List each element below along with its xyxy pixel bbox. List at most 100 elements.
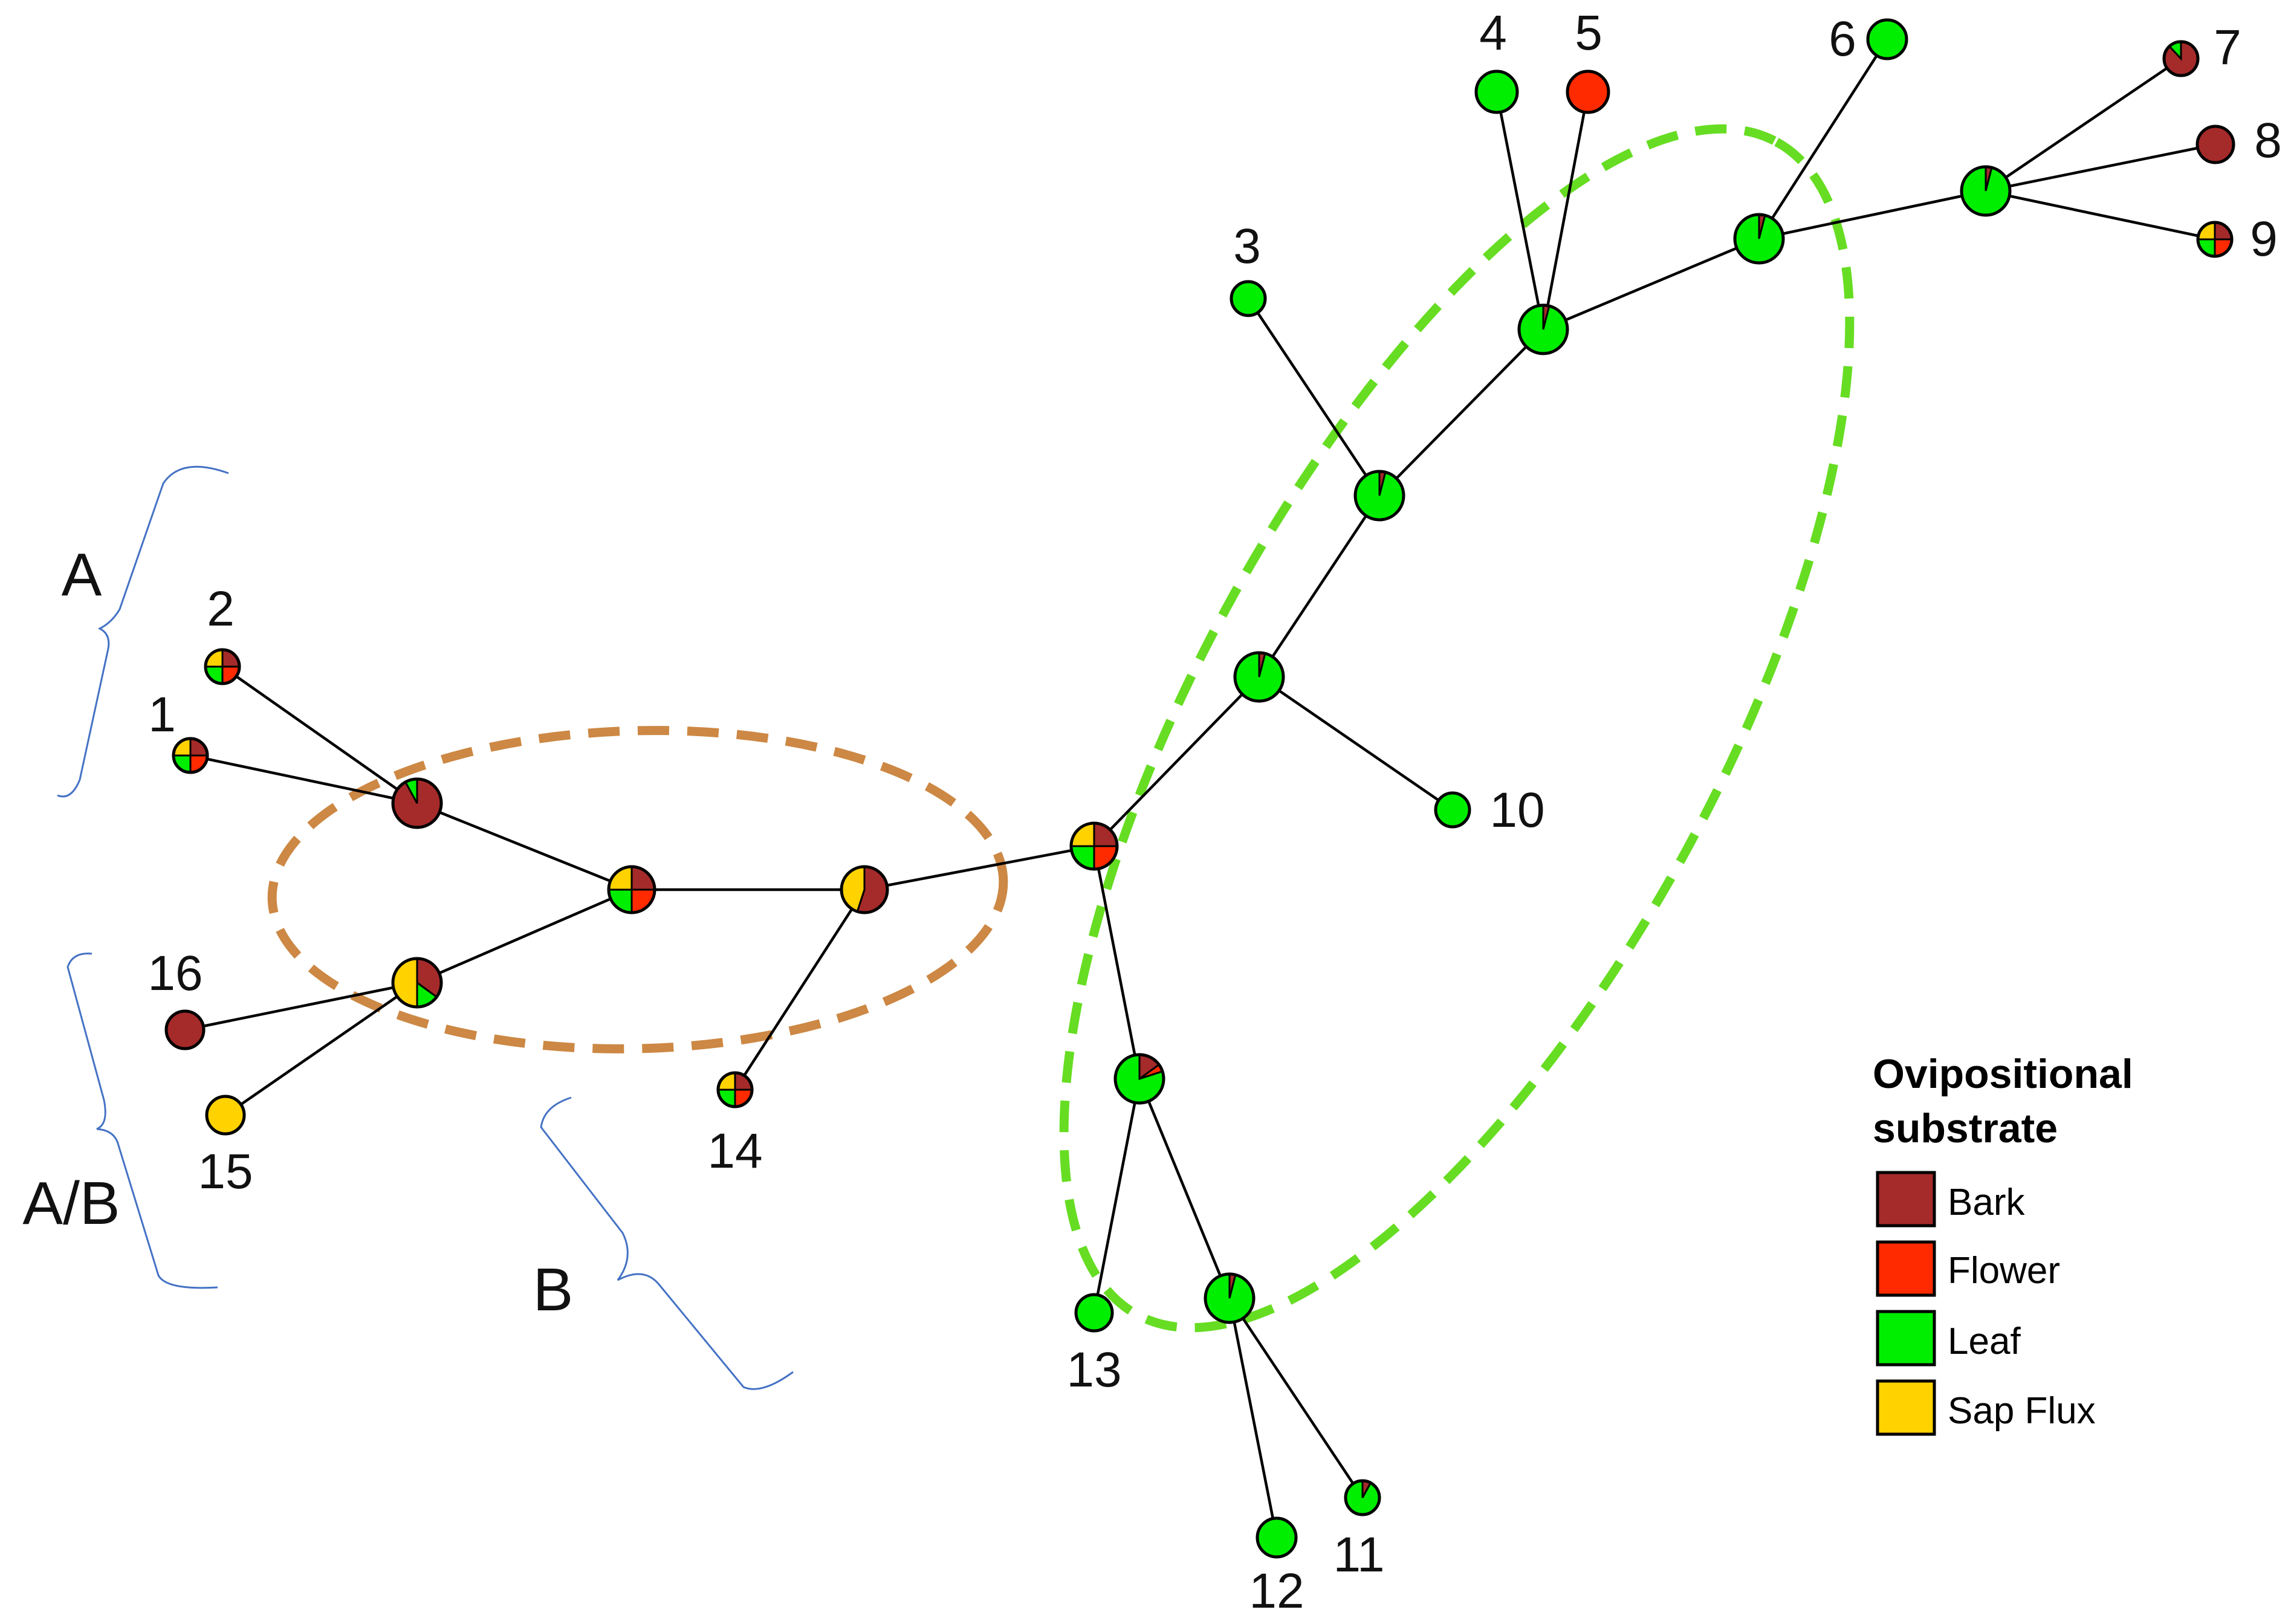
internal-node-center-right <box>840 865 889 914</box>
internal-node-green-1-outline <box>1233 651 1285 703</box>
tip-node-15-outline <box>205 1095 246 1136</box>
internal-node-a <box>391 777 443 829</box>
legend-label-leaf: Leaf <box>1948 1321 2021 1362</box>
tip-node-8-slice-bark <box>2197 126 2234 163</box>
tip-label-5: 5 <box>1575 5 1602 60</box>
group-label-ab: A/B <box>22 1169 120 1237</box>
tip-node-5-slice-flower <box>1567 71 1609 112</box>
tip-node-7-outline <box>2162 40 2200 77</box>
group-label-a: A <box>62 541 102 609</box>
tip-node-13-outline <box>1074 1293 1114 1333</box>
group-brackets <box>57 465 794 1390</box>
tip-node-16 <box>164 1009 206 1050</box>
tip-node-3 <box>1230 280 1267 317</box>
tip-node-12-outline <box>1256 1516 1298 1559</box>
tip-label-16: 16 <box>147 946 203 1001</box>
tip-label-11: 11 <box>1333 1527 1384 1582</box>
internal-node-lower-2 <box>1204 1272 1256 1324</box>
tip-node-10-slice-leaf <box>1436 793 1470 827</box>
tip-node-4-slice-leaf <box>1476 71 1517 112</box>
tip-node-12 <box>1256 1516 1298 1559</box>
tip-label-14: 14 <box>707 1124 762 1179</box>
internal-node-green-4 <box>1733 213 1785 265</box>
tip-node-8 <box>2195 125 2235 164</box>
bracket-b <box>540 1096 794 1390</box>
internal-node-green-5 <box>1960 165 2012 217</box>
legend-swatch-leaf <box>1876 1310 1936 1367</box>
legend-label-bark: Bark <box>1948 1182 2025 1223</box>
tip-node-5 <box>1566 70 1610 114</box>
network-nodes <box>164 18 2235 1559</box>
tip-node-9-outline <box>2196 221 2234 258</box>
internal-node-center-right-outline <box>840 865 889 914</box>
tip-node-15-slice-sap <box>207 1096 244 1134</box>
tip-node-6-outline <box>1866 18 1908 60</box>
internal-node-green-2-outline <box>1353 470 1405 522</box>
brown-dashed-ellipse <box>267 726 1008 1053</box>
tip-label-10: 10 <box>1489 783 1544 838</box>
tip-label-7: 7 <box>2214 20 2241 75</box>
internal-node-lower-1 <box>1113 1053 1165 1105</box>
tip-node-1 <box>172 737 209 774</box>
tip-node-4 <box>1474 70 1519 114</box>
bracket-ab <box>66 953 218 1289</box>
internal-node-green-5-outline <box>1960 165 2012 217</box>
tip-label-8: 8 <box>2254 113 2282 168</box>
tip-node-2-outline <box>204 648 241 685</box>
tip-node-12-slice-leaf <box>1257 1518 1296 1557</box>
internal-node-green-3 <box>1517 303 1569 355</box>
legend: Ovipositional substrate Bark Flower Leaf… <box>1873 1051 2133 1436</box>
legend-label-sap-flux: Sap Flux <box>1948 1390 2096 1432</box>
tip-node-16-outline <box>164 1009 206 1050</box>
internal-node-center <box>607 865 656 914</box>
green-dashed-ellipse <box>1059 124 1855 1333</box>
internal-node-center-outline <box>607 865 656 914</box>
tip-node-10-outline <box>1434 791 1471 829</box>
tip-node-13 <box>1074 1293 1114 1333</box>
tip-node-2 <box>204 648 241 685</box>
tip-label-3: 3 <box>1233 219 1261 274</box>
internal-node-lower-2-outline <box>1204 1272 1256 1324</box>
network-edges <box>184 38 2216 1538</box>
tip-node-6-slice-leaf <box>1868 20 1907 59</box>
tip-node-3-slice-leaf <box>1231 282 1265 315</box>
tip-node-8-outline <box>2195 125 2235 164</box>
tip-node-14-outline <box>716 1071 754 1108</box>
tip-node-11 <box>1344 1479 1381 1516</box>
legend-title-line2: substrate <box>1873 1105 2058 1151</box>
internal-node-root <box>1069 821 1119 871</box>
internal-node-root-outline <box>1069 821 1119 871</box>
tip-node-4-outline <box>1474 70 1519 114</box>
tip-node-11-outline <box>1344 1479 1381 1516</box>
tip-label-6: 6 <box>1829 11 1856 66</box>
tip-node-14 <box>716 1071 754 1108</box>
tip-label-1: 1 <box>148 687 176 742</box>
tip-labels: 1 2 3 4 5 6 7 8 9 10 11 12 13 14 15 16 <box>147 5 2281 1619</box>
tip-label-13: 13 <box>1066 1342 1121 1397</box>
tip-node-6 <box>1866 18 1908 60</box>
tip-label-15: 15 <box>198 1144 253 1199</box>
internal-node-green-2 <box>1353 470 1405 522</box>
bracket-a <box>57 465 229 798</box>
internal-node-a-outline <box>391 777 443 829</box>
internal-node-green-4-outline <box>1733 213 1785 265</box>
tip-node-9 <box>2196 221 2234 258</box>
internal-node-lower-1-outline <box>1113 1053 1165 1105</box>
internal-node-ab-outline <box>391 957 443 1009</box>
tip-label-4: 4 <box>1479 5 1507 60</box>
legend-swatch-sap-flux <box>1876 1379 1936 1436</box>
tip-label-2: 2 <box>207 581 235 636</box>
tip-node-16-slice-bark <box>166 1011 204 1049</box>
group-label-b: B <box>533 1256 574 1324</box>
legend-swatch-flower <box>1876 1240 1936 1297</box>
tip-node-10 <box>1434 791 1471 829</box>
tip-node-7 <box>2162 40 2200 77</box>
legend-swatch-bark <box>1876 1171 1936 1228</box>
legend-title-line1: Ovipositional <box>1873 1051 2133 1097</box>
tip-node-1-outline <box>172 737 209 774</box>
tip-node-5-outline <box>1566 70 1610 114</box>
legend-label-flower: Flower <box>1948 1250 2060 1292</box>
internal-node-ab <box>391 957 443 1009</box>
